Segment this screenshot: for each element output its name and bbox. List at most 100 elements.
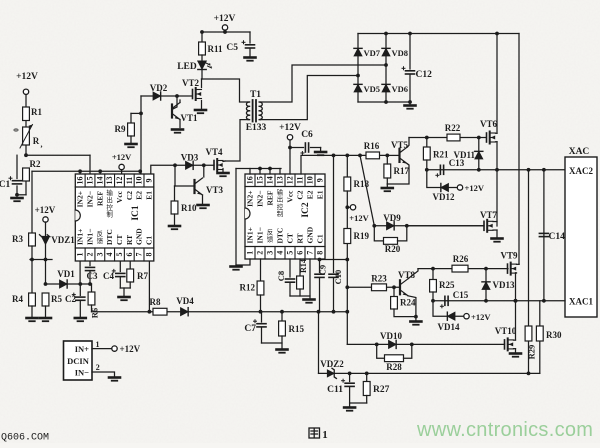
svg-text:C2: C2	[125, 191, 134, 200]
svg-text:GND: GND	[306, 226, 315, 243]
svg-text:1: 1	[246, 251, 255, 255]
svg-text:Q606.COM: Q606.COM	[1, 433, 49, 444]
svg-text:VT9: VT9	[500, 251, 518, 261]
svg-text:VD4: VD4	[176, 296, 194, 306]
svg-text:+12V: +12V	[16, 72, 38, 82]
svg-text:C1: C1	[316, 234, 325, 243]
svg-text:12: 12	[115, 177, 124, 185]
svg-text:R21: R21	[433, 150, 449, 160]
svg-text:IN1−: IN1−	[256, 227, 265, 243]
svg-text:R2: R2	[30, 159, 41, 169]
svg-text:C5: C5	[226, 43, 238, 53]
svg-text:E1: E1	[144, 191, 153, 200]
svg-text:GND: GND	[135, 228, 144, 245]
svg-text:+12V: +12V	[120, 344, 141, 354]
svg-text:IN1+: IN1+	[76, 229, 85, 245]
svg-text:6: 6	[125, 253, 134, 257]
svg-text:C6: C6	[301, 130, 313, 140]
svg-text:C1: C1	[144, 236, 153, 245]
svg-text:制: 制	[277, 209, 284, 218]
svg-text:REF: REF	[95, 191, 104, 206]
svg-text:VT6: VT6	[480, 119, 498, 129]
svg-text:www.cntronics.com: www.cntronics.com	[416, 419, 593, 441]
svg-text:XAC2: XAC2	[569, 166, 593, 176]
svg-text:E2: E2	[135, 191, 144, 200]
svg-text:VT5: VT5	[391, 140, 409, 150]
svg-text:13: 13	[105, 177, 114, 185]
svg-text:5: 5	[115, 253, 124, 257]
svg-text:VD13: VD13	[493, 280, 515, 290]
svg-text:3: 3	[266, 251, 275, 255]
svg-text:E133: E133	[246, 123, 267, 133]
svg-text:2: 2	[86, 253, 95, 257]
svg-text:10: 10	[306, 176, 315, 184]
svg-text:VDZ2: VDZ2	[320, 359, 344, 369]
svg-text:R22: R22	[445, 123, 461, 133]
svg-text:Vcc: Vcc	[286, 190, 295, 203]
svg-text:C7: C7	[244, 324, 256, 334]
svg-text:R14: R14	[299, 259, 308, 273]
svg-text:+12V: +12V	[279, 123, 301, 133]
svg-text:R17: R17	[394, 166, 410, 176]
svg-text:E2: E2	[306, 190, 315, 199]
svg-text:4: 4	[276, 251, 285, 255]
svg-text:11: 11	[296, 176, 305, 184]
svg-text:VD12: VD12	[433, 192, 455, 202]
svg-text:Vcc: Vcc	[115, 190, 124, 203]
svg-text:VT1: VT1	[181, 113, 199, 123]
svg-text:1: 1	[76, 253, 85, 257]
svg-text:馈: 馈	[97, 236, 104, 245]
svg-text:7: 7	[135, 253, 144, 257]
svg-text:反: 反	[97, 229, 104, 238]
svg-text:VD11: VD11	[453, 150, 475, 160]
svg-text:IN2+: IN2+	[246, 191, 255, 207]
svg-text:IN1−: IN1−	[86, 229, 95, 245]
svg-text:6: 6	[296, 251, 305, 255]
svg-text:R8: R8	[150, 297, 161, 307]
svg-text:VT10: VT10	[495, 326, 517, 336]
svg-text:IN−: IN−	[75, 368, 89, 378]
svg-text:15: 15	[86, 177, 95, 185]
svg-text:VD1: VD1	[57, 269, 75, 279]
svg-text:LED: LED	[177, 62, 197, 72]
svg-text:1: 1	[96, 340, 100, 349]
svg-text:R12: R12	[240, 283, 256, 293]
svg-text:16: 16	[246, 176, 255, 184]
svg-text:R11: R11	[208, 44, 224, 54]
svg-text:10: 10	[135, 177, 144, 185]
svg-text:15: 15	[256, 176, 265, 184]
svg-text:9: 9	[316, 178, 325, 182]
svg-text:R3: R3	[12, 234, 23, 244]
svg-text:C12: C12	[416, 70, 433, 80]
svg-text:馈: 馈	[267, 235, 274, 244]
svg-text:0: 0	[13, 128, 21, 132]
svg-text:CT: CT	[286, 233, 295, 243]
svg-text:XAC1: XAC1	[569, 297, 593, 307]
svg-text:REF: REF	[266, 190, 275, 205]
svg-text:DTC: DTC	[105, 229, 114, 245]
svg-text:C10: C10	[333, 270, 343, 285]
svg-text:VT3: VT3	[206, 185, 224, 195]
svg-text:DTC: DTC	[276, 228, 285, 244]
svg-text:VD6: VD6	[392, 84, 409, 94]
svg-text:C11: C11	[327, 385, 343, 395]
svg-text:8: 8	[316, 251, 325, 255]
svg-text:C1: C1	[0, 180, 11, 190]
svg-text:R27: R27	[373, 385, 390, 395]
svg-text:R18: R18	[354, 179, 370, 189]
svg-text:DCIN: DCIN	[67, 356, 90, 366]
svg-text:R6: R6	[90, 308, 100, 318]
svg-text:反: 反	[267, 228, 274, 237]
svg-text:VD7: VD7	[364, 48, 381, 58]
svg-text:C2: C2	[296, 190, 305, 199]
svg-text:输: 输	[106, 188, 113, 197]
svg-text:C15: C15	[453, 290, 469, 300]
svg-text:IN1+: IN1+	[246, 227, 255, 243]
svg-text:VT7: VT7	[480, 210, 498, 220]
svg-text:控: 控	[106, 202, 113, 211]
svg-text:R26: R26	[453, 254, 469, 264]
svg-text:12: 12	[286, 176, 295, 184]
svg-text:T1: T1	[250, 90, 261, 100]
svg-text:7: 7	[306, 251, 315, 255]
svg-text:VD8: VD8	[392, 48, 409, 58]
